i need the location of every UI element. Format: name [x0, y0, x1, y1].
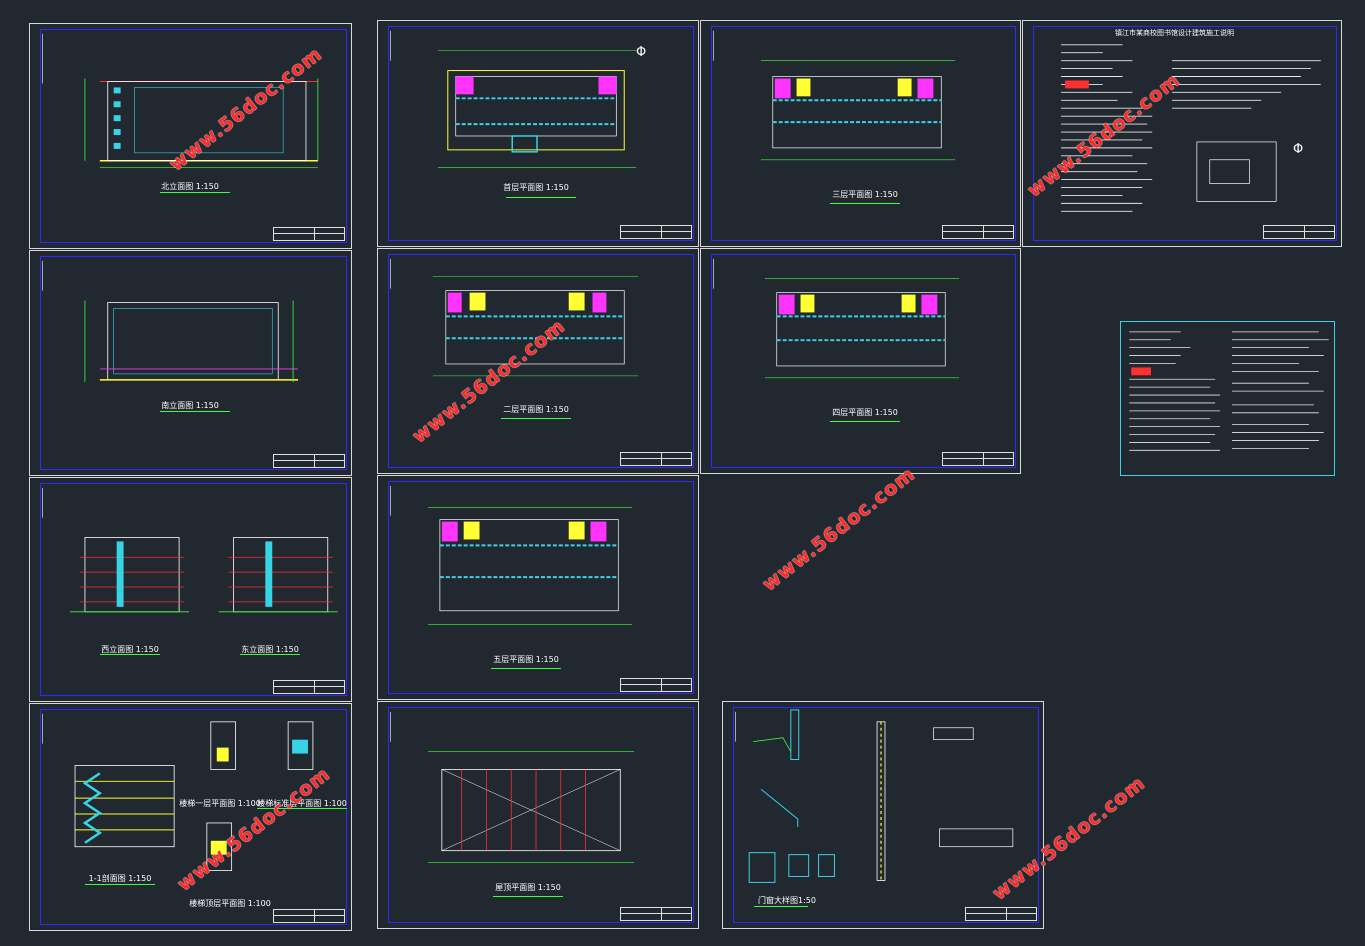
fifth-floor-plan-drawing [390, 485, 633, 625]
sheet-side-elevations[interactable]: 西立面图 1:150 东立面图 1:150 [29, 477, 352, 702]
title-block [1263, 225, 1335, 239]
title-block [620, 907, 692, 921]
caption-south-elevation: 南立面图 1:150 [161, 401, 219, 410]
elevation-window-grid [134, 87, 284, 154]
title-block [942, 452, 1014, 466]
sheet-plan-fourth[interactable]: 四层平面图 1:150 [700, 248, 1021, 474]
first-floor-plan-drawing [390, 30, 637, 168]
drawing-frame [388, 707, 694, 923]
drawing-frame [711, 254, 1016, 468]
north-elevation-drawing [42, 33, 319, 169]
sheet-north-elevation[interactable]: 北立面图 1:150 [29, 23, 352, 249]
caption-details: 门窗大样图1:50 [758, 896, 816, 905]
caption-underline [493, 896, 563, 897]
roof-plan-drawing [390, 711, 635, 863]
caption-underline [830, 203, 900, 204]
caption-underline [160, 411, 230, 412]
side-elevations-drawing [42, 487, 338, 613]
caption-underline [491, 668, 561, 669]
title-block [273, 909, 345, 923]
caption-underline [501, 418, 571, 419]
fourth-floor-plan-drawing [713, 258, 960, 379]
details-drawing [735, 709, 1014, 883]
caption-west-elevation: 西立面图 1:150 [101, 645, 159, 654]
sheet-plan-third[interactable]: 三层平面图 1:150 [700, 20, 1021, 247]
notes-preview-drawing [1129, 331, 1329, 451]
drawing-frame [1033, 26, 1337, 241]
caption-fourth-floor: 四层平面图 1:150 [832, 408, 898, 417]
title-block [942, 225, 1014, 239]
sheet-roof-plan[interactable]: 屋顶平面图 1:150 [377, 701, 699, 929]
caption-stair-first: 楼梯一层平面图 1:100 [179, 799, 261, 808]
drawing-frame [388, 254, 694, 468]
caption-fifth-floor: 五层平面图 1:150 [493, 655, 559, 664]
sheet-plan-first[interactable]: Φ 首层平面图 1:150 [377, 20, 699, 247]
caption-underline [240, 654, 300, 655]
drawing-frame [40, 256, 347, 470]
watermark-text: www.56doc.com [758, 462, 920, 596]
title-block [273, 454, 345, 468]
caption-second-floor: 二层平面图 1:150 [503, 405, 569, 414]
title-block [273, 680, 345, 694]
sheet-door-window-details[interactable]: 门窗大样图1:50 [722, 701, 1044, 929]
caption-underline [506, 197, 576, 198]
caption-section: 1-1剖面图 1:150 [88, 874, 152, 883]
drawing-frame [40, 709, 347, 925]
drawing-frame [40, 29, 347, 243]
sheet-plan-fifth[interactable]: 五层平面图 1:150 [377, 475, 699, 700]
caption-north-elevation: 北立面图 1:150 [161, 182, 219, 191]
third-floor-plan-drawing [713, 30, 956, 161]
caption-third-floor: 三层平面图 1:150 [832, 190, 898, 199]
caption-underline [100, 654, 160, 655]
caption-east-elevation: 东立面图 1:150 [241, 645, 299, 654]
sheet-plan-second[interactable]: 二层平面图 1:150 [377, 248, 699, 474]
notes-title: 镇江市某商校图书馆设计建筑施工说明 [1115, 29, 1234, 37]
drawing-frame [733, 707, 1039, 923]
title-block [620, 452, 692, 466]
caption-underline [257, 808, 347, 809]
title-block [620, 225, 692, 239]
sheet-construction-notes[interactable]: 镇江市某商校图书馆设计建筑施工说明 Φ [1022, 20, 1342, 247]
caption-first-floor: 首层平面图 1:150 [503, 183, 569, 192]
caption-underline [85, 884, 155, 885]
second-floor-plan-drawing [390, 258, 639, 377]
north-arrow-icon: Φ [1293, 142, 1304, 157]
caption-roof-plan: 屋顶平面图 1:150 [495, 883, 561, 892]
caption-stair-top: 楼梯顶层平面图 1:100 [189, 899, 271, 908]
caption-stair-standard: 楼梯标准层平面图 1:100 [257, 799, 347, 808]
south-elevation-drawing [42, 260, 299, 382]
drawing-frame [711, 26, 1016, 241]
drawing-frame [40, 483, 347, 696]
north-arrow-icon: Φ [636, 45, 647, 60]
sheet-section-stairs[interactable]: 1-1剖面图 1:150 楼梯一层平面图 1:100 楼梯标准层平面图 1:10… [29, 703, 352, 931]
drawing-frame [388, 481, 694, 694]
caption-underline [830, 421, 900, 422]
caption-underline [754, 906, 808, 907]
notes-text-drawing [1061, 44, 1321, 212]
drawing-frame [388, 26, 694, 241]
section-stairs-drawing [42, 713, 314, 871]
sheet-south-elevation[interactable]: 南立面图 1:150 [29, 250, 352, 476]
title-block [965, 907, 1037, 921]
sheet-notes-preview[interactable] [1120, 321, 1335, 476]
caption-underline [160, 192, 230, 193]
title-block [620, 678, 692, 692]
title-block [273, 227, 345, 241]
